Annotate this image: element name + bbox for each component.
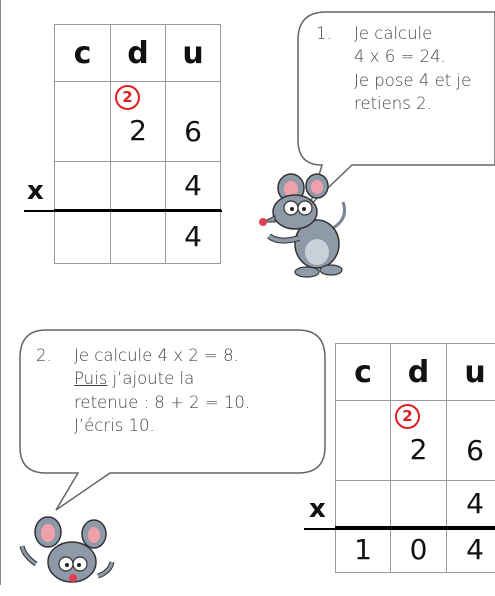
multiplicand-row: 2 2 6 — [336, 401, 495, 481]
result-tens: 0 — [391, 527, 447, 573]
cell-hundreds — [336, 401, 391, 481]
header-units: u — [447, 344, 495, 401]
multiplier-row: 4 — [336, 481, 495, 527]
column-headers: c d u — [336, 344, 495, 401]
result-hundreds: 1 — [336, 527, 391, 573]
bubble-line: Je calcule 4 x 2 = 8. — [74, 346, 239, 365]
multiplication-table-2: c d u 2 2 6 4 1 0 4 — [335, 343, 495, 573]
bubble-line: retenue : 8 + 2 = 10. — [36, 391, 250, 414]
result-line — [304, 528, 495, 530]
cell-units: 4 — [447, 481, 495, 527]
cell-units: 6 — [447, 401, 495, 481]
step-number: 2. — [36, 344, 74, 367]
result-row: 1 0 4 — [336, 527, 495, 573]
cell-hundreds — [336, 481, 391, 527]
digit-tens: 2 — [410, 433, 428, 466]
cell-tens: 2 2 — [391, 401, 447, 481]
mouse-mascot-icon — [16, 516, 116, 596]
result-units: 4 — [447, 527, 495, 573]
bubble-line: J’écris 10. — [36, 414, 250, 437]
header-tens: d — [391, 344, 447, 401]
header-hundreds: c — [336, 344, 391, 401]
multiply-sign: x — [309, 494, 326, 524]
underlined-word: Puis — [74, 369, 107, 388]
cell-tens — [391, 481, 447, 527]
bubble-2-text: 2.Je calcule 4 x 2 = 8. Puis j’ajoute la… — [36, 344, 250, 438]
carry-badge: 2 — [395, 404, 420, 429]
bubble-line: j’ajoute la — [107, 369, 194, 388]
